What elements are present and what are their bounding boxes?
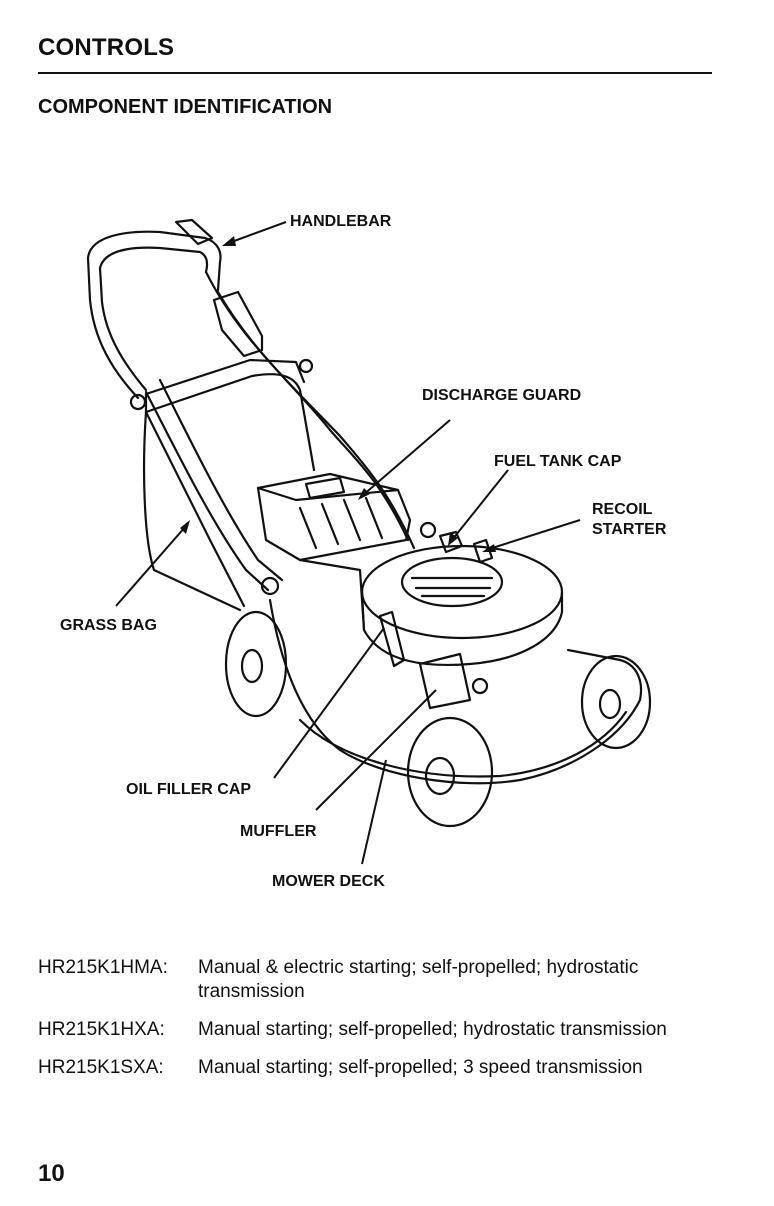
leader-recoil-starter: [485, 519, 581, 551]
handlebar-outer: [86, 230, 222, 292]
bag-knob-left: [129, 393, 147, 411]
handlebar-lower-left-2: [158, 378, 284, 582]
arrowhead-recoil-starter: [482, 544, 496, 552]
model-code: HR215K1HXA:: [38, 1019, 165, 1040]
muffler-detail: [471, 677, 489, 695]
model-description: Manual starting; self-propelled; 3 speed…: [198, 1057, 643, 1078]
lawn-mower-diagram: HANDLEBAR DISCHARGE GUARD FUEL TANK CAP …: [60, 213, 667, 890]
page-number: 10: [38, 1160, 65, 1187]
front-left-wheel: [406, 716, 494, 828]
leader-lines: [115, 221, 581, 865]
engine-top-ribs: [410, 576, 494, 598]
label-discharge-guard: DISCHARGE GUARD: [422, 387, 581, 404]
handlebar-left-rail-inner: [98, 266, 148, 392]
leader-mower-deck: [361, 759, 387, 865]
front-left-hub: [424, 756, 456, 796]
label-grass-bag: GRASS BAG: [60, 617, 157, 634]
model-list: HR215K1HMA: Manual & electric starting; …: [38, 956, 738, 1094]
height-knob-left: [260, 576, 280, 596]
discharge-guard-ribs: [298, 496, 384, 550]
mower-deck-front: [298, 558, 366, 632]
rear-left-wheel: [224, 610, 288, 718]
handlebar-lower-left: [144, 390, 270, 592]
leader-muffler: [315, 689, 437, 811]
header-rule: [38, 72, 712, 74]
section-title: CONTROLS: [38, 34, 175, 61]
grass-bag-frame: [144, 373, 316, 472]
mower-illustration: [86, 218, 652, 828]
mower-deck-body: [268, 598, 643, 785]
height-knob-right: [419, 521, 437, 539]
front-right-wheel: [580, 654, 652, 750]
grass-bag-top: [144, 358, 306, 396]
engine-shroud: [360, 590, 564, 667]
recoil-grip: [472, 538, 494, 564]
label-recoil: RECOIL: [592, 501, 653, 518]
arrowhead-discharge-guard: [358, 488, 370, 500]
leader-grass-bag: [115, 525, 187, 607]
oil-filler: [378, 610, 406, 668]
discharge-guard-handle: [304, 476, 346, 500]
model-row: HR215K1HXA: Manual starting; self-propel…: [38, 1018, 738, 1042]
page-subtitle: COMPONENT IDENTIFICATION: [38, 96, 333, 118]
model-row: HR215K1HMA: Manual & electric starting; …: [38, 956, 738, 1004]
arrowheads: [180, 236, 496, 552]
bag-knob-right: [298, 358, 314, 374]
arrowhead-handlebar: [222, 236, 236, 246]
discharge-guard-box: [256, 472, 412, 562]
engine-cover: [360, 544, 564, 640]
model-code: HR215K1HMA:: [38, 957, 168, 978]
label-oil-filler-cap: OIL FILLER CAP: [126, 781, 251, 798]
model-code: HR215K1SXA:: [38, 1057, 164, 1078]
model-description: Manual & electric starting; self-propell…: [198, 957, 639, 1002]
control-lever: [174, 218, 214, 246]
arrowhead-grass-bag: [180, 520, 190, 534]
label-starter: STARTER: [592, 521, 667, 538]
control-cable-2: [216, 290, 416, 550]
leader-handlebar: [225, 221, 287, 245]
label-handlebar: HANDLEBAR: [290, 213, 392, 230]
control-box: [212, 290, 264, 358]
grass-bag-side: [144, 410, 246, 608]
leader-fuel-tank-cap: [451, 469, 509, 541]
handlebar-inner: [98, 246, 209, 274]
label-fuel-tank-cap: FUEL TANK CAP: [494, 453, 622, 470]
leader-oil-filler-cap: [273, 627, 385, 779]
muffler-body: [418, 652, 472, 710]
model-row: HR215K1SXA: Manual starting; self-propel…: [38, 1056, 738, 1080]
leader-discharge-guard: [361, 419, 451, 497]
arrowhead-fuel-tank-cap: [448, 532, 458, 546]
handlebar-left-rail: [86, 256, 140, 400]
rear-left-hub: [240, 648, 264, 684]
engine-top: [400, 556, 504, 608]
model-description: Manual starting; self-propelled; hydrost…: [198, 1019, 667, 1040]
front-right-hub: [598, 688, 622, 720]
label-muffler: MUFFLER: [240, 823, 317, 840]
label-mower-deck: MOWER DECK: [272, 873, 385, 890]
